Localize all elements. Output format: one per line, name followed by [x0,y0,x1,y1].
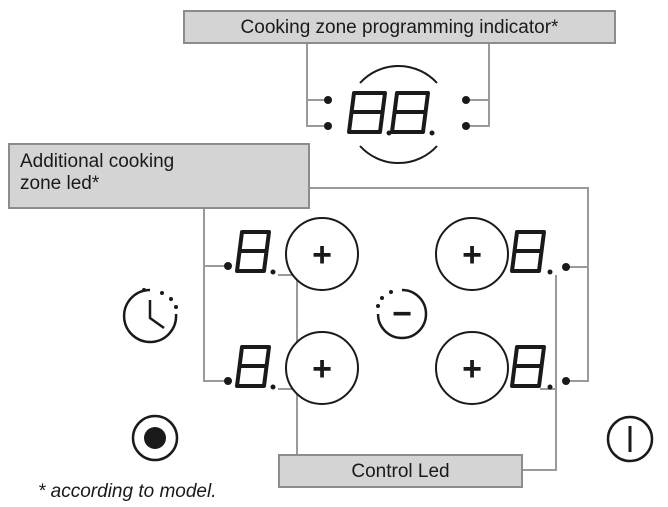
timer-icon[interactable] [122,288,178,344]
control-led-dot [270,384,276,390]
zone-top-left [224,217,359,291]
zone-bottom-right [435,331,570,405]
additional-led-label-text: Additional cooking zone led* [20,151,175,194]
minus-glyph: − [392,295,412,333]
plus-glyph: + [312,236,332,274]
zone-digit [510,230,546,273]
zone-bottom-left [224,331,359,405]
footnote: * according to model. [38,481,217,502]
programming-indicator-dots [324,96,470,136]
plus-glyph: + [462,236,482,274]
zone-digit [235,345,271,388]
plus-button[interactable] [435,217,509,291]
control-led-label: Control Led [278,454,523,488]
additional-led-dot [562,263,570,271]
additional-led-dot [224,262,232,270]
control-led-dot [270,269,276,275]
programming-indicator-display [359,65,438,164]
plus-glyph: + [462,350,482,388]
additional-led-dot [562,377,570,385]
zone-digit [235,230,271,273]
control-led-dot [547,384,553,390]
zone-digit [510,345,546,388]
plus-glyph: + [312,350,332,388]
power-icon[interactable] [606,415,654,463]
plus-button[interactable] [285,331,359,405]
minute-minder-icon[interactable] [376,288,428,340]
plus-button[interactable] [435,331,509,405]
additional-led-label: Additional cooking zone led* [8,143,310,209]
control-led-dot [547,269,553,275]
zone-top-right [435,217,570,291]
additional-led-dot [224,377,232,385]
programming-indicator-label: Cooking zone programming indicator* [183,10,616,44]
plus-button[interactable] [285,217,359,291]
programming-indicator-digits [347,91,430,134]
lock-button-icon[interactable] [131,414,179,462]
